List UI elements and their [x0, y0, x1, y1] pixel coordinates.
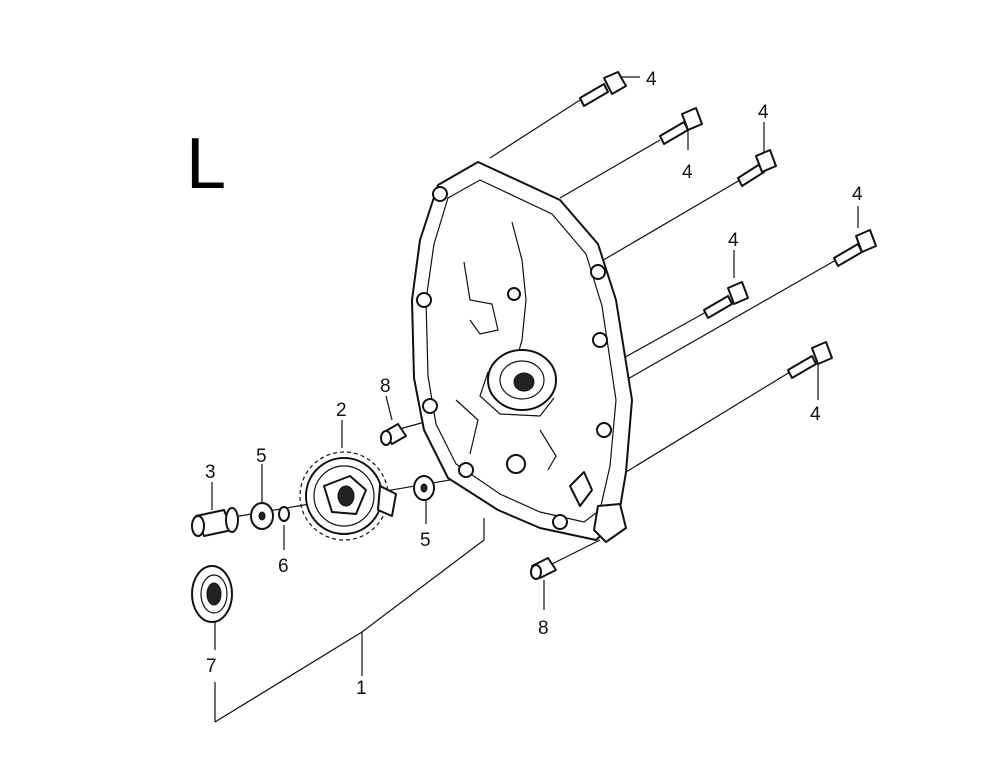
dowel-pins	[380, 423, 557, 580]
callout-5: 5	[420, 530, 431, 551]
callout-8: 8	[538, 618, 549, 639]
callout-7: 7	[206, 656, 217, 677]
callout-2: 2	[336, 400, 347, 421]
callout-4: 4	[682, 162, 693, 183]
flange-bolts	[579, 71, 877, 379]
oil-seal	[191, 565, 233, 623]
bolt-6	[787, 341, 833, 379]
callout-4: 4	[810, 404, 821, 425]
callout-4: 4	[758, 102, 769, 123]
callout-4: 4	[728, 230, 739, 251]
callout-4: 4	[852, 184, 863, 205]
crankcase-cover	[411, 161, 633, 543]
callout-numbers: 4 4 4 4 4 4 8 8 2 3 5 5 6 7 1	[205, 69, 863, 699]
section-letter: L	[186, 124, 226, 204]
callout-4: 4	[646, 69, 657, 90]
bolt-5	[703, 281, 749, 319]
callout-5: 5	[256, 446, 267, 467]
bolt-4	[833, 229, 877, 267]
callout-1: 1	[356, 678, 367, 699]
bolt-2	[659, 107, 703, 145]
bolt-1	[579, 71, 627, 107]
callout-6: 6	[278, 556, 289, 577]
callout-3: 3	[205, 462, 216, 483]
clip	[278, 506, 290, 522]
callout-8: 8	[380, 376, 391, 397]
small-parts	[191, 475, 435, 623]
bolt-3	[737, 149, 777, 187]
governor-gear	[299, 451, 397, 541]
